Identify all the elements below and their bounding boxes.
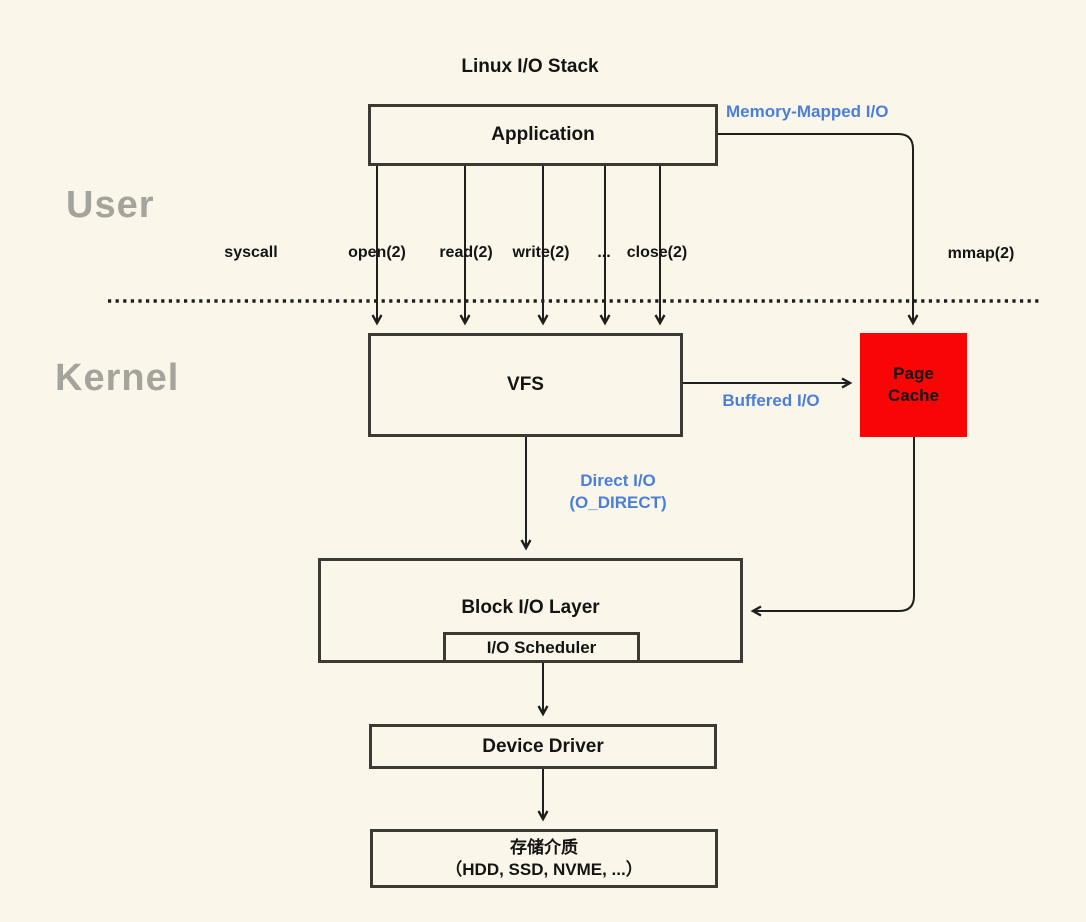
block-io-layer-label: Block I/O Layer — [461, 597, 600, 618]
storage-media-label-line1: 存储介质 — [510, 837, 578, 857]
arrow-page-cache-to-block-io — [753, 437, 915, 611]
storage-media-box: 存储介质 （HDD, SSD, NVME, ...） — [370, 829, 718, 888]
buffered-io-label: Buffered I/O — [722, 391, 820, 410]
ellipsis-syscall-label: ... — [597, 244, 611, 261]
block-io-layer-box: Block I/O Layer I/O Scheduler — [318, 558, 743, 663]
page-cache-label-line1: Page — [893, 364, 934, 383]
page-cache-box: Page Cache — [860, 333, 967, 437]
kernel-zone-label: Kernel — [55, 357, 180, 399]
open-syscall-label: open(2) — [348, 244, 406, 261]
direct-io-label-line2: (O_DIRECT) — [569, 493, 667, 512]
write-syscall-label: write(2) — [512, 244, 570, 261]
syscall-label: syscall — [224, 244, 278, 261]
arrow-mmap-to-page-cache — [718, 133, 913, 323]
memory-mapped-io-label: Memory-Mapped I/O — [726, 102, 889, 121]
user-zone-label: User — [66, 184, 155, 226]
application-box-label: Application — [491, 124, 595, 145]
storage-media-label-line2: （HDD, SSD, NVME, ...） — [445, 859, 643, 879]
direct-io-label: Direct I/O (O_DIRECT) — [569, 470, 666, 514]
close-syscall-label: close(2) — [626, 244, 688, 261]
application-box: Application — [368, 104, 718, 166]
device-driver-label: Device Driver — [482, 735, 604, 757]
diagram-title: Linux I/O Stack — [461, 56, 599, 77]
direct-io-label-line1: Direct I/O — [580, 471, 656, 490]
vfs-box: VFS — [368, 333, 683, 437]
mmap-syscall-label: mmap(2) — [947, 245, 1015, 262]
io-scheduler-label: I/O Scheduler — [486, 637, 597, 657]
device-driver-box: Device Driver — [369, 724, 717, 769]
io-scheduler-box: I/O Scheduler — [443, 632, 640, 663]
page-cache-label-line2: Cache — [887, 386, 940, 405]
read-syscall-label: read(2) — [439, 244, 493, 261]
vfs-box-label: VFS — [507, 374, 544, 395]
